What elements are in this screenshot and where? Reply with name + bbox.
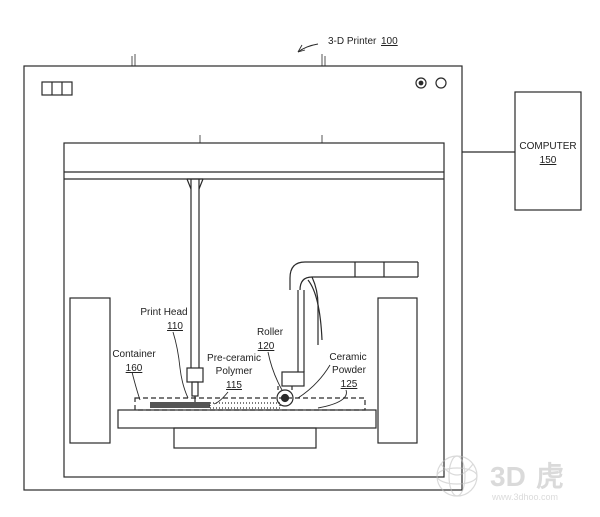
print-head-ref: 110 (167, 321, 183, 332)
watermark-logo-icon (436, 455, 478, 497)
polymer-layer (150, 402, 281, 409)
powder-hose (289, 261, 419, 345)
print-head-label: Print Head (140, 307, 187, 318)
printer-outer-frame (23, 65, 463, 491)
title-ref: 100 (381, 36, 398, 47)
roller-assembly (276, 290, 305, 407)
polymer-label-line1: Pre-ceramic (207, 353, 261, 364)
print-head-rod (186, 178, 204, 368)
powder-label-line2: Powder (332, 365, 367, 376)
frame-ticks (131, 54, 326, 143)
control-panel (41, 81, 73, 96)
watermark: 3D 虎 www.3dhoo.com (436, 455, 564, 502)
watermark-brand-number: 3D (490, 461, 526, 492)
polymer-ref: 115 (226, 380, 242, 391)
computer-label: COMPUTER (519, 141, 576, 152)
computer-box (514, 91, 582, 211)
left-side-panel (69, 297, 111, 444)
roller-ref: 120 (258, 341, 275, 352)
platform-support (173, 427, 317, 449)
right-side-panel (377, 297, 418, 444)
base-platform (117, 409, 377, 429)
inner-chamber (63, 142, 445, 478)
title-label: 3-D Printer (328, 36, 377, 47)
polymer-label-line2: Polymer (216, 366, 253, 377)
knob-icons (415, 77, 447, 89)
computer-ref: 150 (540, 155, 557, 166)
watermark-url: www.3dhoo.com (491, 492, 558, 502)
container-outline (134, 397, 366, 411)
print-head (186, 367, 204, 402)
watermark-brand-char: 虎 (536, 460, 564, 493)
container-ref: 160 (126, 363, 143, 374)
leader-lines (131, 43, 347, 409)
container-label: Container (112, 349, 156, 360)
powder-label-line1: Ceramic (329, 352, 366, 363)
powder-ref: 125 (341, 379, 358, 390)
roller-label: Roller (257, 327, 284, 338)
